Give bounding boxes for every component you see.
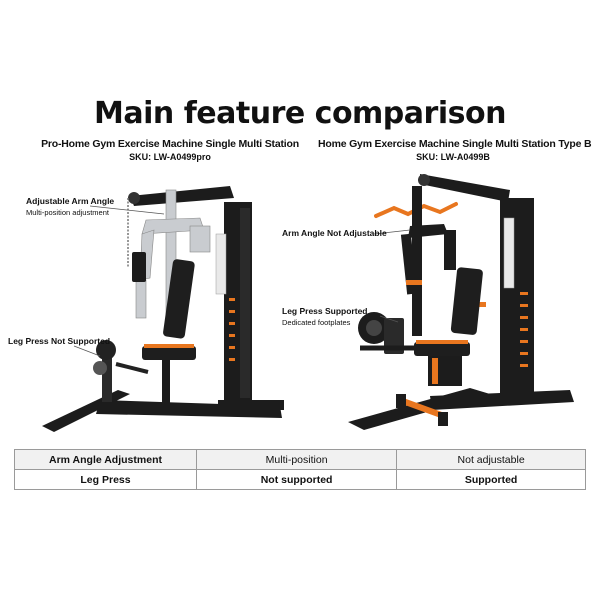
- table-row: Arm Angle Adjustment Multi-position Not …: [14, 449, 586, 470]
- table-cell-feature: Leg Press: [14, 469, 197, 490]
- product-name-left: Pro-Home Gym Exercise Machine Single Mul…: [41, 138, 299, 150]
- callout-title: Arm Angle Not Adjustable: [282, 228, 387, 238]
- callout-adjustable-arm-angle: Adjustable Arm Angle Multi-position adju…: [26, 196, 114, 218]
- table-cell-left: Multi-position: [195, 449, 398, 470]
- page-title: Main feature comparison: [94, 96, 506, 131]
- table-cell-feature: Arm Angle Adjustment: [14, 449, 197, 470]
- callout-leg-press-not-supported: Leg Press Not Supported: [8, 336, 110, 347]
- callout-subtitle: Multi-position adjustment: [26, 208, 109, 217]
- product-sku-left: SKU: LW-A0499pro: [129, 152, 211, 162]
- product-header-right: Home Gym Exercise Machine Single Multi S…: [318, 138, 592, 162]
- table-cell-right: Supported: [396, 469, 586, 490]
- callout-title: Adjustable Arm Angle: [26, 196, 115, 206]
- table-cell-left: Not supported: [195, 469, 398, 490]
- callout-title: Leg Press Not Supported: [8, 336, 111, 346]
- callout-leg-press-supported: Leg Press Supported Dedicated footplates: [282, 306, 368, 328]
- machine-image-right: [348, 174, 574, 430]
- machine-image-left: [42, 186, 284, 432]
- comparison-table: Arm Angle Adjustment Multi-position Not …: [14, 449, 586, 490]
- callout-arm-angle-not-adjustable: Arm Angle Not Adjustable: [282, 228, 387, 239]
- callout-subtitle: Dedicated footplates: [282, 318, 351, 327]
- callout-title: Leg Press Supported: [282, 306, 368, 316]
- product-name-right: Home Gym Exercise Machine Single Multi S…: [318, 138, 592, 150]
- table-row: Leg Press Not supported Supported: [14, 469, 586, 490]
- table-cell-right: Not adjustable: [396, 449, 586, 470]
- product-sku-right: SKU: LW-A0499B: [416, 152, 490, 162]
- product-header-left: Pro-Home Gym Exercise Machine Single Mul…: [40, 138, 300, 162]
